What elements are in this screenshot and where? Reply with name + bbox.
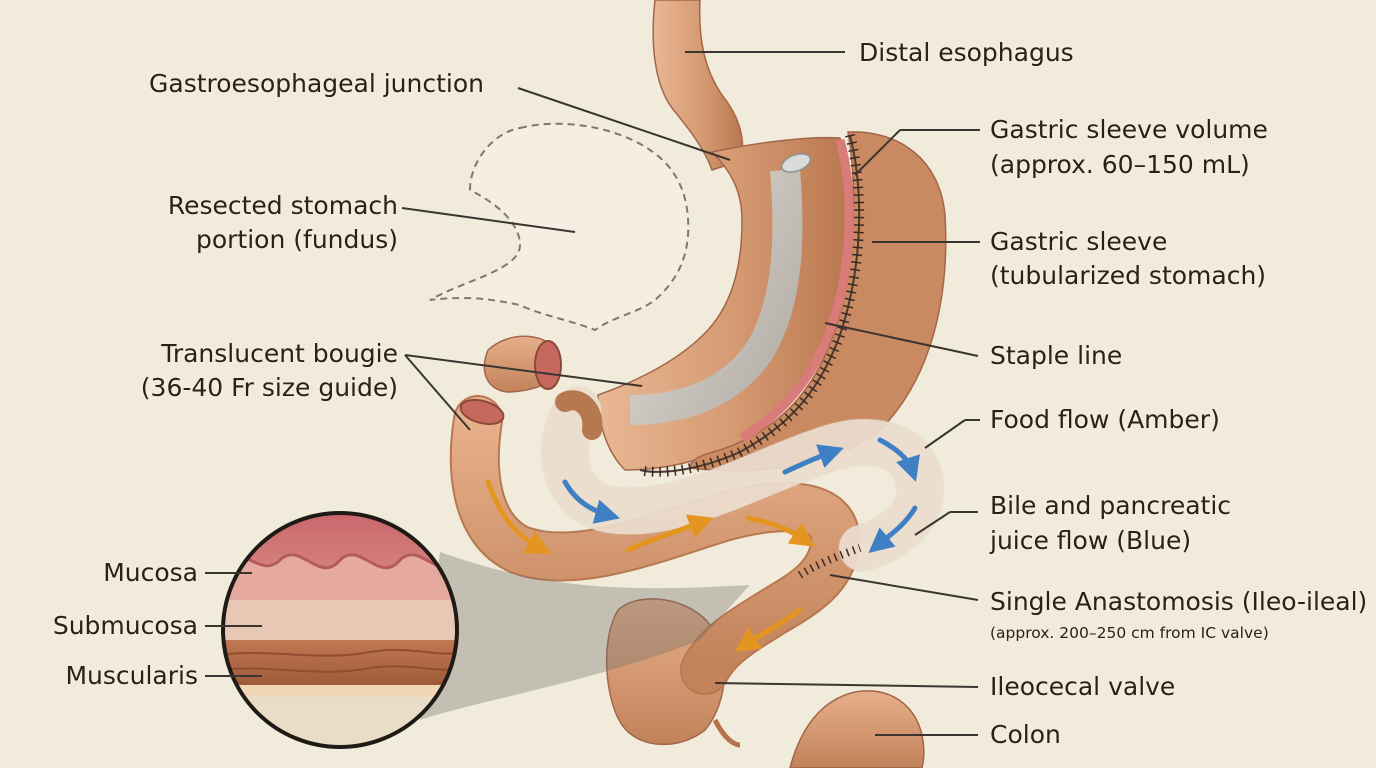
label-ileocecal-valve: Ileocecal valve [990, 672, 1176, 701]
bougie [629, 168, 803, 425]
label-distal-esophagus: Distal esophagus [859, 38, 1074, 67]
label-bile-flow-detail: juice flow (Blue) [990, 526, 1192, 555]
duodenal-stump [555, 390, 603, 440]
loop-upper-opening [534, 340, 562, 390]
label-bile-flow: Bile and pancreatic [990, 491, 1232, 520]
label-gastric-sleeve: Gastric sleeve [990, 227, 1168, 256]
loop-lower-opening [459, 398, 505, 426]
label-gastric-sleeve-detail: (tubularized stomach) [990, 261, 1267, 290]
tissue-layers-inset [221, 511, 459, 749]
colon [789, 690, 925, 768]
bile-flow-arrows [562, 437, 920, 554]
cecum [605, 598, 726, 746]
anastomosis [797, 544, 862, 579]
esophagus [652, 0, 744, 171]
label-translucent-bougie-detail: (36-40 Fr size guide) [140, 373, 398, 402]
staple-line [639, 134, 861, 473]
leader-lines [205, 51, 980, 736]
label-mucosa: Mucosa [103, 558, 198, 587]
label-submucosa: Submucosa [52, 611, 198, 640]
label-staple-line: Staple line [990, 341, 1123, 370]
label-gastric-sleeve-volume: Gastric sleeve volume [990, 115, 1268, 144]
label-single-anastomosis-detail: (approx. 200–250 cm from IC valve) [990, 624, 1269, 642]
biliopancreatic-limb [541, 387, 944, 571]
label-food-flow: Food flow (Amber) [990, 405, 1220, 434]
food-flow-arrows [485, 479, 816, 652]
appendix [712, 718, 741, 748]
label-resected-stomach-detail: portion (fundus) [195, 225, 398, 254]
label-gastroesophageal-junction: Gastroesophageal junction [149, 69, 485, 98]
magnifier-cone [420, 552, 750, 720]
label-gastric-sleeve-volume-detail: (approx. 60–150 mL) [990, 150, 1250, 179]
label-single-anastomosis: Single Anastomosis (Ileo-ileal) [990, 587, 1368, 616]
label-translucent-bougie: Translucent bougie [161, 339, 398, 368]
label-colon: Colon [990, 720, 1061, 749]
resected-stomach-outline [429, 122, 690, 332]
label-muscularis: Muscularis [65, 661, 198, 690]
label-resected-stomach: Resected stomach [167, 191, 398, 220]
bougie-tip [780, 153, 812, 173]
